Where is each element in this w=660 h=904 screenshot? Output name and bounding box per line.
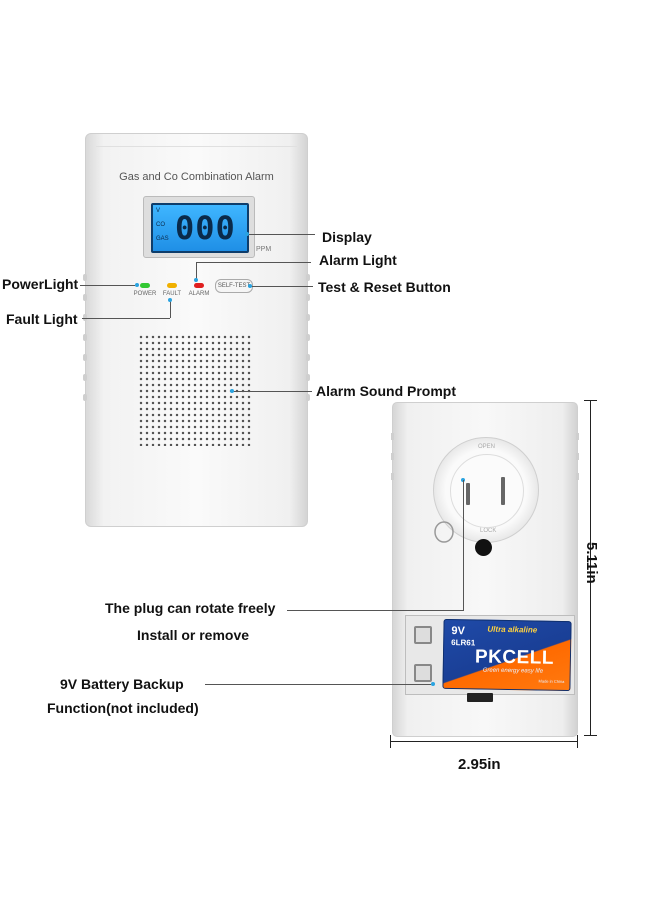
fault-led-label: FAULT (162, 291, 182, 297)
power-light-leader-dot (135, 283, 139, 287)
width-dimension-line (390, 741, 578, 742)
callout-plug-line2: Install or remove (137, 627, 250, 643)
alarm-front-view: Gas and Co Combination Alarm V CO GAS 00… (83, 133, 310, 527)
lcd-label-gas: GAS (156, 236, 169, 242)
height-dimension-label: 5.11in (583, 542, 600, 584)
side-vent (306, 394, 310, 401)
dial-inner-ring (450, 454, 524, 528)
callout-plug-line1: The plug can rotate freely (105, 600, 276, 616)
ppm-label: PPM (256, 246, 272, 253)
callout-fault-light: Fault Light (6, 311, 78, 327)
front-top-edge (96, 134, 297, 147)
height-dimension-line (590, 400, 591, 736)
key-ring-icon (434, 521, 454, 543)
rotating-plug-dial[interactable]: OPEN LOCK (433, 437, 539, 543)
dial-lock-label: LOCK (480, 528, 497, 534)
side-vent (391, 473, 394, 480)
battery-door-slot (467, 693, 493, 702)
battery-brand: PKCELL (474, 646, 555, 669)
callout-battery-line2: Function(not included) (47, 700, 199, 716)
width-dimension-cap-right (577, 735, 578, 748)
power-led (140, 283, 150, 288)
alarm-sound-leader-line (232, 391, 312, 392)
battery-model: 6LR61 (451, 638, 476, 648)
alarm-led (194, 283, 204, 288)
callout-power-light: PowerLight (2, 276, 79, 292)
side-vent (83, 314, 87, 321)
side-vent (576, 473, 579, 480)
side-vent (306, 334, 310, 341)
height-dimension-cap-bottom (584, 735, 597, 736)
fault-light-leader-vertical (170, 300, 171, 318)
battery-tagline: Green energy easy life (482, 667, 544, 675)
callout-battery-line1: 9V Battery Backup (60, 676, 184, 692)
fault-led (167, 283, 177, 288)
battery-leader-line (205, 684, 431, 685)
display-leader-dot (245, 232, 249, 236)
power-light-leader-line (80, 285, 135, 286)
side-vent (83, 354, 87, 361)
lcd-reading: 000 (175, 209, 236, 247)
alarm-light-leader-line (196, 262, 311, 263)
dial-open-label: OPEN (478, 444, 496, 450)
side-vent (576, 453, 579, 460)
height-dimension-cap-top (584, 400, 597, 401)
width-dimension-label: 2.95in (458, 756, 501, 773)
battery-leader-dot (431, 682, 435, 686)
screw-hole (475, 539, 492, 556)
alarm-light-leader-vertical (196, 262, 197, 280)
plug-leader-vertical (463, 480, 464, 610)
callout-test-reset: Test & Reset Button (318, 279, 451, 295)
battery-terminal-bottom (414, 664, 432, 682)
device-title: Gas and Co Combination Alarm (119, 171, 274, 183)
lcd-display-frame: V CO GAS 000 (143, 196, 255, 258)
battery-made-in: Made in China (538, 678, 565, 685)
callout-alarm-sound: Alarm Sound Prompt (316, 383, 457, 399)
side-vent (83, 374, 87, 381)
plug-prong-right (501, 477, 505, 505)
alarm-sound-leader-dot (230, 389, 234, 393)
side-vent (306, 314, 310, 321)
plug-leader-line (287, 610, 464, 611)
side-vent (306, 374, 310, 381)
lcd-display: V CO GAS 000 (151, 203, 249, 253)
callout-alarm-light: Alarm Light (319, 252, 397, 268)
battery-terminal-top (414, 626, 432, 644)
test-reset-leader-line (250, 286, 313, 287)
side-vent (306, 274, 310, 281)
battery-type: Ultra alkaline (487, 624, 538, 635)
lcd-label-co: CO (156, 222, 165, 228)
side-vent (391, 453, 394, 460)
fault-light-leader-line (82, 318, 170, 319)
fault-light-leader-dot (168, 298, 172, 302)
side-vent (83, 334, 87, 341)
side-vent (391, 433, 394, 440)
side-vent (306, 294, 310, 301)
test-reset-leader-dot (248, 284, 252, 288)
side-vent (83, 394, 87, 401)
callout-display: Display (322, 229, 372, 245)
plug-prong-left (466, 483, 470, 505)
battery-compartment: 9V Ultra alkaline 6LR61 PKCELL Green ene… (405, 615, 575, 695)
speaker-grille (138, 334, 252, 446)
side-vent (83, 294, 87, 301)
side-vent (306, 354, 310, 361)
9v-battery: 9V Ultra alkaline 6LR61 PKCELL Green ene… (442, 618, 572, 692)
alarm-back-view: OPEN LOCK 9V Ultra alkaline 6LR61 PKCELL… (391, 402, 579, 737)
side-vent (576, 433, 579, 440)
width-dimension-cap-left (390, 735, 391, 748)
alarm-light-leader-dot (194, 278, 198, 282)
alarm-led-label: ALARM (188, 291, 210, 297)
lcd-label-v: V (156, 208, 161, 214)
power-led-label: POWER (133, 291, 157, 297)
battery-voltage: 9V (451, 625, 465, 638)
side-vent (83, 274, 87, 281)
display-leader-line (247, 234, 315, 235)
